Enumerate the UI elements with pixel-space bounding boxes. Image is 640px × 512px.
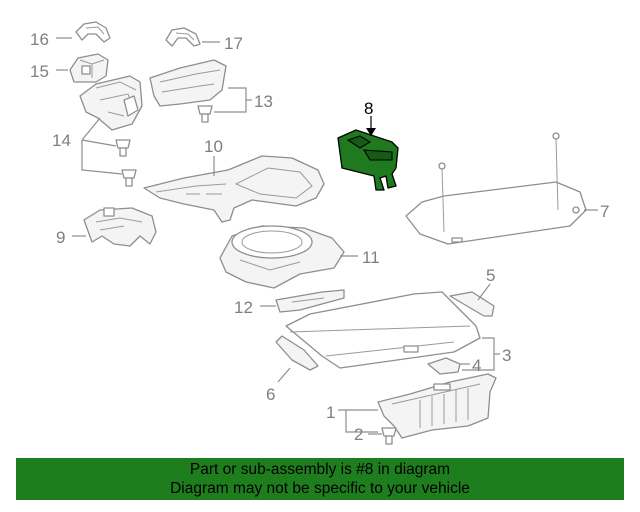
part-3-deck-board xyxy=(285,291,481,369)
callout-17: 17 xyxy=(224,34,243,53)
callout-15: 15 xyxy=(30,62,49,81)
part-14-clip-a xyxy=(115,139,131,157)
callout-4: 4 xyxy=(472,356,481,375)
callout-13: 13 xyxy=(254,92,273,111)
part-11-tray xyxy=(219,225,345,289)
callout-14: 14 xyxy=(52,131,71,150)
part-14-clip-b xyxy=(121,169,137,187)
leader-8-arrow xyxy=(366,128,376,136)
leader-1-2 xyxy=(345,409,378,433)
callout-8: 8 xyxy=(364,99,373,118)
part-13-upper-trim xyxy=(149,59,227,107)
callout-10: 10 xyxy=(204,137,223,156)
callout-12: 12 xyxy=(234,298,253,317)
part-14-trim-panel xyxy=(79,75,143,131)
part-12-small-trim xyxy=(275,289,345,313)
callout-1: 1 xyxy=(326,403,335,422)
info-banner: Part or sub-assembly is #8 in diagram Di… xyxy=(16,458,624,500)
part-10-floor-trim xyxy=(143,155,325,223)
part-8-highlighted xyxy=(337,129,399,191)
callout-5: 5 xyxy=(486,266,495,285)
banner-line-1: Part or sub-assembly is #8 in diagram xyxy=(189,461,451,478)
callout-7: 7 xyxy=(600,202,609,221)
part-5-side-trim xyxy=(449,291,495,317)
part-16-clip xyxy=(75,21,111,43)
callout-11: 11 xyxy=(362,248,380,267)
callout-2: 2 xyxy=(354,425,363,444)
callout-9: 9 xyxy=(56,228,65,247)
leader-5 xyxy=(477,283,491,301)
part-15-bracket xyxy=(69,53,109,83)
callout-3: 3 xyxy=(502,346,511,365)
banner-line-2: Diagram may not be specific to your vehi… xyxy=(170,480,470,497)
part-4-clip xyxy=(427,357,461,375)
callout-16: 16 xyxy=(30,30,49,49)
part-17-clip xyxy=(165,27,201,47)
leader-6 xyxy=(277,367,291,383)
part-13-clip xyxy=(197,105,213,123)
callout-6: 6 xyxy=(266,385,275,404)
part-6-side-trim xyxy=(275,335,319,371)
part-2-fastener xyxy=(381,427,397,445)
part-9-bracket xyxy=(83,207,157,247)
leader-14 xyxy=(81,117,123,175)
part-7-tonneau-cover xyxy=(405,132,587,245)
part-1-sill-plate xyxy=(377,373,497,439)
parts-diagram: 16 17 15 14 13 xyxy=(30,21,609,445)
